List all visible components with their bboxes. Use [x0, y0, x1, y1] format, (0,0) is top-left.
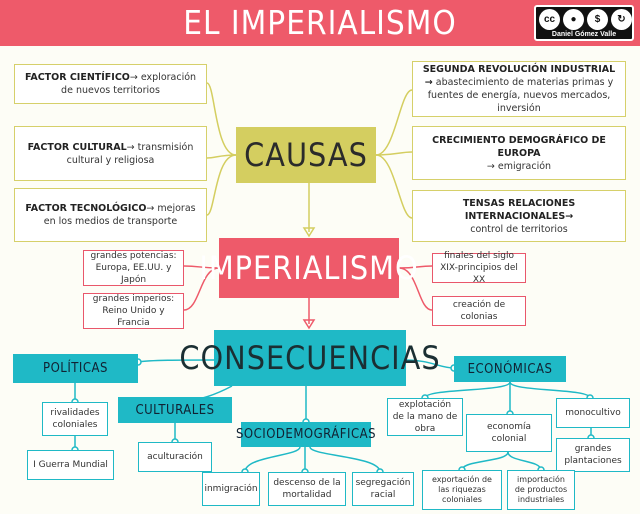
cause-title: FACTOR TECNOLÓGICO	[25, 203, 147, 214]
cause-title: SEGUNDA REVOLUCIÓN INDUSTRIAL →	[422, 64, 616, 88]
sociodemograficas-label: SOCIODEMOGRÁFICAS	[236, 422, 376, 447]
cause-international-relations: TENSAS RELACIONES INTERNACIONALES→contro…	[412, 190, 626, 242]
cause-title: CRECIMIENTO DEMOGRÁFICO DE EUROPA	[432, 134, 606, 159]
great-empires-box: grandes imperios: Reino Unido y Francia	[83, 293, 184, 329]
import-products-box: importación de productos industriales	[507, 470, 575, 510]
colonial-economy-box: economía colonial	[466, 414, 552, 452]
cause-text: → emigración	[486, 160, 552, 172]
sa-icon: ↻	[611, 9, 632, 30]
labor-exploitation-box: explotación de la mano de obra	[387, 398, 463, 436]
period-box: finales del siglo XIX-principios del XX	[432, 251, 526, 285]
license-badge[interactable]: cc ● $ ↻ Daniel Gómez Valle	[534, 5, 634, 41]
consequences-node: CONSECUENCIAS	[179, 330, 440, 386]
cause-text: → transmisión cultural y religiosa	[66, 141, 194, 166]
cause-text: abastecimiento de materias primas y fuen…	[427, 77, 614, 114]
mortality-box: descenso de la mortalidad	[268, 472, 346, 506]
colonies-box: creación de colonias	[432, 296, 526, 326]
colonial-rivalries-box: rivalidades coloniales	[42, 402, 108, 436]
immigration-box: inmigración	[202, 472, 260, 506]
export-riches-box: exportación de las riquezas coloniales	[422, 470, 502, 510]
cause-title: FACTOR CIENTÍFICO	[24, 72, 130, 83]
world-war-box: I Guerra Mundial	[27, 450, 114, 480]
page-title: EL IMPERIALISMO	[183, 3, 457, 42]
cause-title: FACTOR CULTURAL	[27, 141, 127, 153]
cause-industrial-revolution: SEGUNDA REVOLUCIÓN INDUSTRIAL → abasteci…	[412, 61, 626, 117]
imperialism-node: IMPERIALISMO	[199, 238, 418, 298]
cause-title: TENSAS RELACIONES INTERNACIONALES→	[462, 197, 576, 222]
cause-demographic: CRECIMIENTO DEMOGRÁFICO DE EUROPA→ emigr…	[412, 126, 626, 180]
title-banner	[0, 0, 640, 46]
cause-text: → mejoras en los medios de transporte	[43, 203, 196, 227]
monoculture-box: monocultivo	[556, 398, 630, 428]
racial-segregation-box: segregación racial	[352, 472, 414, 506]
causes-node: CAUSAS	[236, 127, 376, 183]
culturales-label: CULTURALES	[118, 397, 232, 423]
economicas-label: ECONÓMICAS	[454, 356, 566, 382]
great-powers-box: grandes potencias: Europa, EE.UU. y Japó…	[83, 250, 184, 286]
acculturation-box: aculturación	[138, 442, 212, 472]
nc-icon: $	[587, 9, 608, 30]
plantations-box: grandes plantaciones	[556, 438, 630, 472]
cause-cultural: FACTOR CULTURAL→ transmisión cultural y …	[14, 126, 207, 181]
politicas-label: POLÍTICAS	[13, 354, 138, 383]
cause-text: → exploración de nuevos territorios	[61, 72, 197, 96]
license-author: Daniel Gómez Valle	[551, 31, 617, 38]
cause-text: control de territorios	[470, 223, 568, 235]
cause-technological: FACTOR TECNOLÓGICO→ mejoras en los medio…	[14, 188, 207, 242]
cause-scientific: FACTOR CIENTÍFICO→ exploración de nuevos…	[14, 64, 207, 104]
by-icon: ●	[563, 9, 584, 30]
cc-icon: cc	[539, 9, 560, 30]
